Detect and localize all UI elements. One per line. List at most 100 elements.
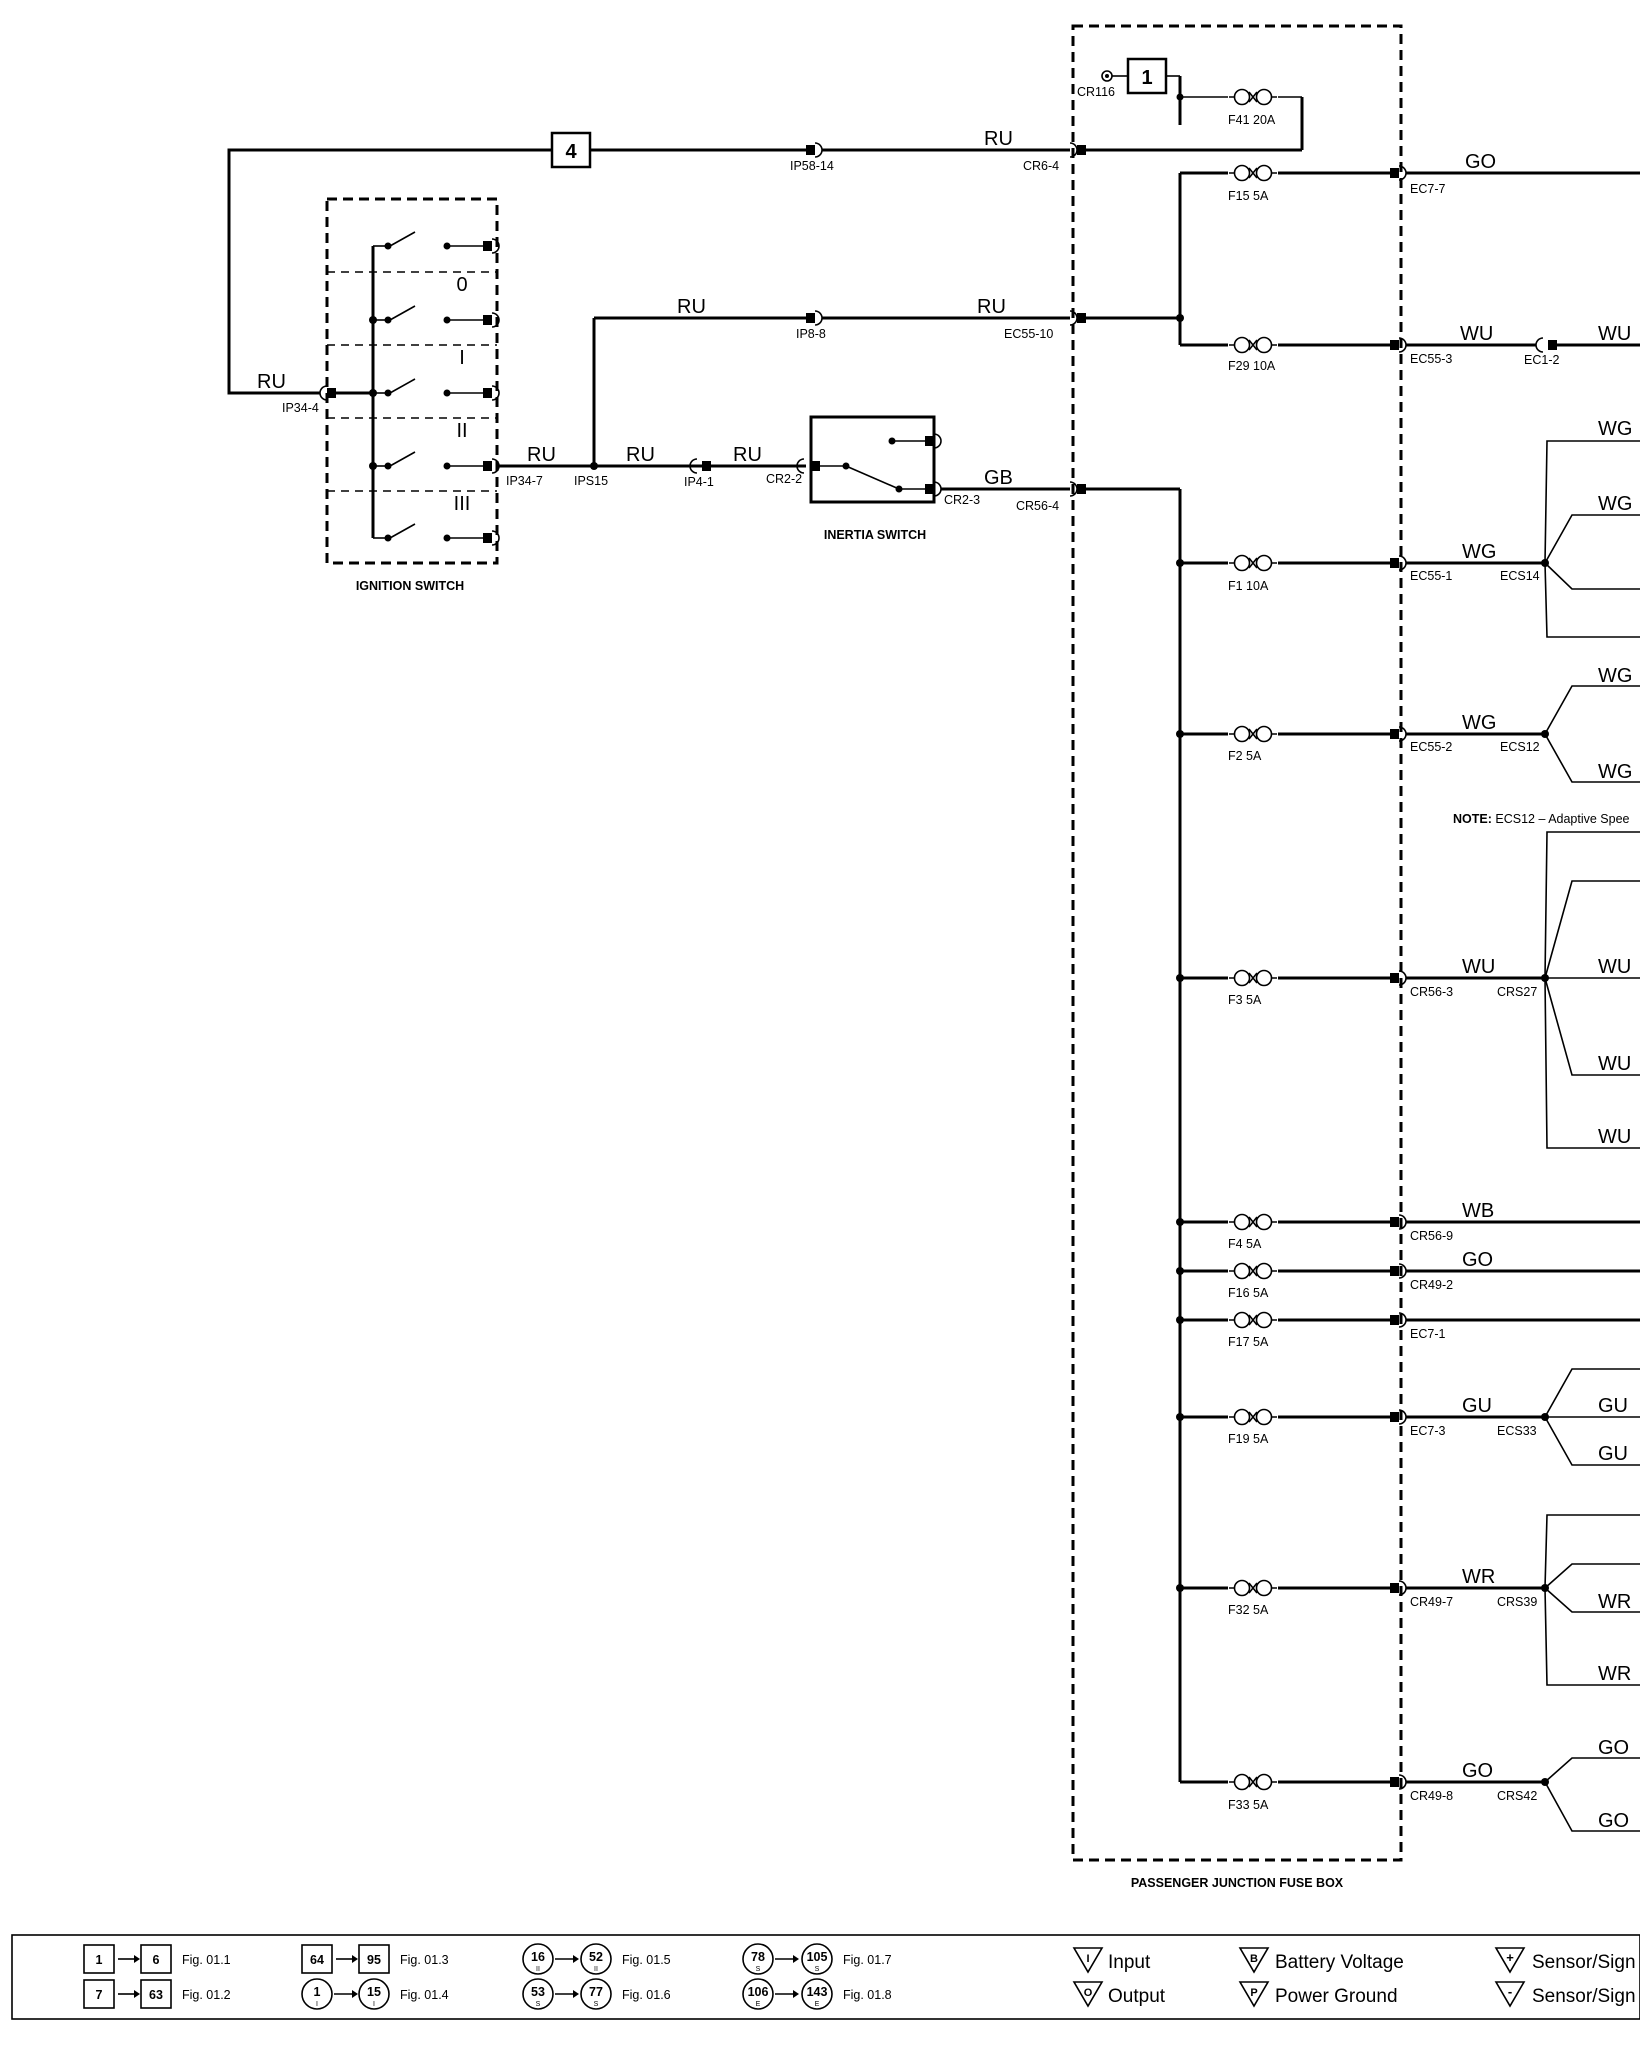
svg-text:Input: Input [1108, 1952, 1151, 1973]
fuse-f1-branch: F1 10A EC55-1 WG ECS14 WG WG [1176, 418, 1640, 638]
svg-text:II: II [536, 1966, 540, 1973]
ignition-position-0: 0 [456, 274, 467, 296]
svg-text:F1 10A: F1 10A [1228, 579, 1269, 593]
svg-text:77: 77 [589, 1985, 603, 1999]
wire-ru-ip4-1: RU [733, 444, 762, 466]
svg-text:Fig. 01.2: Fig. 01.2 [182, 1988, 231, 2002]
svg-text:16: 16 [531, 1950, 545, 1964]
svg-text:I: I [373, 2001, 375, 2008]
svg-text:EC1-2: EC1-2 [1524, 353, 1559, 367]
svg-text:WG: WG [1598, 493, 1632, 515]
svg-text:EC7-3: EC7-3 [1410, 1424, 1445, 1438]
svg-text:WU: WU [1462, 956, 1495, 978]
passenger-junction-fuse-box: PASSENGER JUNCTION FUSE BOX [1071, 24, 1403, 1890]
svg-text:Fig. 01.7: Fig. 01.7 [843, 1953, 892, 1967]
svg-text:GO: GO [1598, 1810, 1629, 1832]
svg-text:+: + [1506, 1950, 1514, 1965]
svg-text:CR56-3: CR56-3 [1410, 985, 1453, 999]
svg-text:CRS39: CRS39 [1497, 1595, 1537, 1609]
svg-text:Fig. 01.8: Fig. 01.8 [843, 1988, 892, 2002]
svg-text:CR49-2: CR49-2 [1410, 1278, 1453, 1292]
svg-text:GO: GO [1598, 1737, 1629, 1759]
svg-text:Output: Output [1108, 1986, 1166, 2007]
ec55-10-connector: EC55-10 [1004, 310, 1086, 341]
fuse-f19-branch: F19 5A EC7-3 GU ECS33 GU GU [1176, 1368, 1640, 1466]
legend-range-2: 7 63 Fig. 01.2 [83, 1979, 231, 2009]
ip58-14-connector: IP58-14 [790, 142, 834, 173]
legend-range-3: 64 95 Fig. 01.3 [301, 1944, 449, 1974]
svg-text:WG: WG [1598, 418, 1632, 440]
cr2-2-connector: CR2-2 [766, 472, 802, 486]
svg-text:7: 7 [96, 1988, 103, 2002]
svg-text:ECS33: ECS33 [1497, 1424, 1537, 1438]
svg-text:Sensor/Sign: Sensor/Sign [1532, 1952, 1636, 1973]
svg-text:F2 5A: F2 5A [1228, 749, 1262, 763]
ignition-switch-label: IGNITION SWITCH [356, 579, 464, 593]
legend-sensor-plus-symbol: + Sensor/Sign [1494, 1947, 1636, 1974]
svg-text:IP34-4: IP34-4 [282, 401, 319, 415]
svg-text:I: I [316, 2001, 318, 2008]
svg-text:NOTE: ECS12 – Adaptive Spee: NOTE: ECS12 – Adaptive Spee [1453, 812, 1630, 826]
svg-text:Fig. 01.5: Fig. 01.5 [622, 1953, 671, 1967]
svg-text:WU: WU [1598, 956, 1631, 978]
svg-text:CR56-9: CR56-9 [1410, 1229, 1453, 1243]
svg-text:S: S [594, 2001, 599, 2008]
svg-text:1: 1 [314, 1985, 321, 1999]
legend-range-7: 78 S 105 S Fig. 01.7 [742, 1943, 892, 1975]
legend-sensor-minus-symbol: - Sensor/Sign [1494, 1981, 1636, 2008]
cr2-3-connector: CR2-3 [944, 493, 980, 507]
note-ecs12: NOTE: ECS12 – Adaptive Spee [1453, 812, 1630, 826]
ips15-splice: IPS15 [574, 474, 608, 488]
svg-text:WB: WB [1462, 1200, 1494, 1222]
svg-text:F16 5A: F16 5A [1228, 1286, 1269, 1300]
svg-text:S: S [536, 2001, 541, 2008]
svg-text:WU: WU [1598, 1126, 1631, 1148]
svg-text:GO: GO [1462, 1760, 1493, 1782]
svg-text:63: 63 [149, 1988, 163, 2002]
legend-range-6: 53 S 77 S Fig. 01.6 [522, 1978, 671, 2010]
svg-text:EC7-7: EC7-7 [1410, 182, 1445, 196]
cr116-ground: CR116 [1077, 70, 1128, 99]
wire-ru-ec55-10: RU [977, 296, 1006, 318]
fuse-f33-branch: F33 5A CR49-8 GO CRS42 GO GO [1180, 1737, 1640, 1832]
svg-text:CR49-7: CR49-7 [1410, 1595, 1453, 1609]
svg-text:E: E [815, 2001, 820, 2008]
svg-text:PASSENGER JUNCTION FUSE BOX: PASSENGER JUNCTION FUSE BOX [1131, 1876, 1344, 1890]
svg-text:Fig. 01.3: Fig. 01.3 [400, 1953, 449, 1967]
svg-text:CRS27: CRS27 [1497, 985, 1537, 999]
ip8-8-connector: IP8-8 [796, 310, 826, 341]
wire-gb: GB [984, 467, 1013, 489]
ip34-4-connector: IP34-4 [282, 385, 373, 415]
svg-text:EC55-10: EC55-10 [1004, 327, 1053, 341]
fuse-f2-branch: F2 5A EC55-2 WG ECS12 WG WG [1176, 665, 1640, 783]
cr6-4-connector: CR6-4 [1023, 142, 1086, 173]
fuse-f29: F29 10A [1228, 359, 1276, 373]
legend-power-ground-symbol: P Power Ground [1238, 1981, 1398, 2008]
fuse-f15: F15 5A [1228, 189, 1269, 203]
svg-text:F3 5A: F3 5A [1228, 993, 1262, 1007]
svg-text:Fig. 01.1: Fig. 01.1 [182, 1953, 231, 1967]
svg-text:6: 6 [153, 1953, 160, 1967]
svg-text:1: 1 [1141, 67, 1152, 89]
legend-output-symbol: O Output [1072, 1981, 1166, 2008]
wire-ru-top: RU [984, 128, 1013, 150]
legend: 1 6 Fig. 01.1 7 63 Fig. 01.2 64 95 Fig. … [11, 1934, 1641, 2020]
svg-text:EC7-1: EC7-1 [1410, 1327, 1445, 1341]
svg-text:P: P [1250, 1987, 1257, 1999]
svg-text:S: S [815, 1966, 820, 1973]
ip34-7-connector: IP34-7 [506, 474, 543, 488]
svg-text:Fig. 01.4: Fig. 01.4 [400, 1988, 449, 2002]
svg-text:F33 5A: F33 5A [1228, 1798, 1269, 1812]
svg-text:F17 5A: F17 5A [1228, 1335, 1269, 1349]
svg-text:106: 106 [748, 1985, 769, 1999]
svg-text:64: 64 [310, 1953, 324, 1967]
ignition-position-1: I [459, 347, 465, 369]
svg-text:4: 4 [565, 141, 577, 163]
svg-text:EC55-3: EC55-3 [1410, 352, 1452, 366]
svg-text:15: 15 [367, 1985, 381, 1999]
cr56-4-connector: CR56-4 [1016, 481, 1086, 513]
svg-text:IP8-8: IP8-8 [796, 327, 826, 341]
svg-text:78: 78 [751, 1950, 765, 1964]
svg-text:105: 105 [807, 1950, 828, 1964]
ignition-switch: 0 I II III IGNITION SWITCH [325, 197, 500, 593]
